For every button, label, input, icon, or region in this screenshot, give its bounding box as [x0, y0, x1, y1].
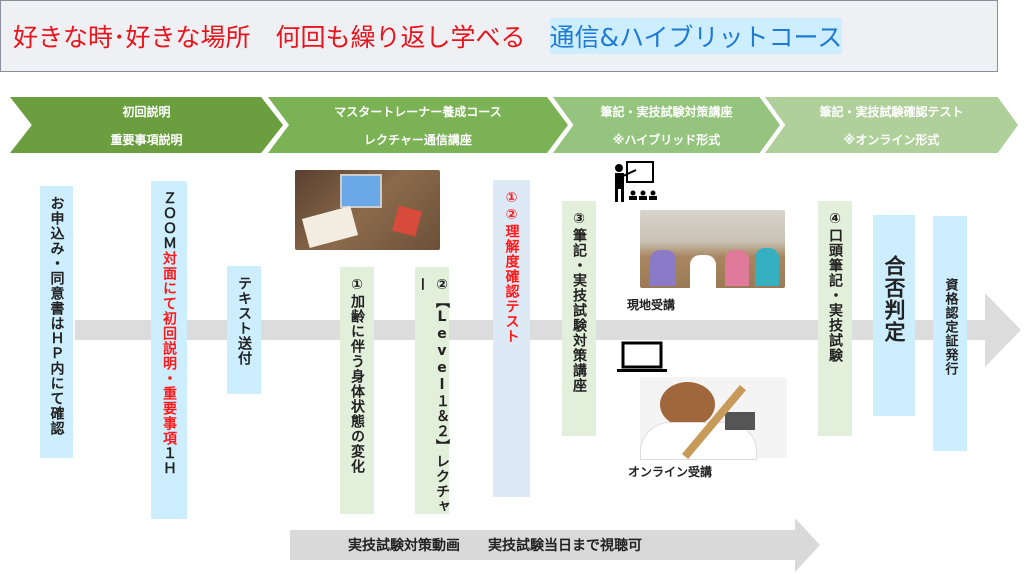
- phase-3-line2: ※ハイブリッド形式: [612, 132, 721, 147]
- phase-2-line2: レクチャー通信講座: [364, 132, 472, 147]
- online-caption: オンライン受講: [628, 465, 713, 479]
- phase-3-line1: 筆記・実技試験対策講座: [600, 104, 733, 119]
- step-zoom-text-a: ＺＯＯＭ: [161, 191, 177, 251]
- phase-1-line2: 重要事項説明: [110, 132, 183, 147]
- phase-1: 初回説明 重要事項説明: [10, 97, 283, 153]
- timeline-arrow-head: [985, 293, 1021, 367]
- onsite-caption: 現地受講: [627, 298, 676, 312]
- step-apply: お申込み・同意書はＨＰ内にて確認: [40, 186, 73, 458]
- step-lecture-1-text: ①加齢に伴う身体状態の変化: [349, 277, 365, 474]
- phase-1-line1: 初回説明: [122, 104, 171, 119]
- step-understanding-test: ①②理解度確認テスト: [493, 180, 530, 497]
- step-zoom-text-c: １Ｈ: [161, 446, 177, 476]
- step-lecture-2-text: ②【Level１＆２】レクチャー: [414, 277, 450, 514]
- phase-2: マスタートレーナー養成コース レクチャー通信講座: [268, 97, 568, 153]
- teacher-icon: [615, 161, 657, 202]
- step-final-exam-text: ④口頭筆記・実技試験: [827, 211, 843, 363]
- laptop-books-photo: [295, 170, 440, 250]
- video-arrow: 実技試験対策動画 実技試験当日まで視聴可: [290, 530, 795, 560]
- timeline-arrow: [75, 320, 995, 340]
- title-course-name: 通信&ハイブリットコース: [549, 18, 843, 54]
- onsite-class-photo: [640, 210, 785, 288]
- step-apply-text: お申込み・同意書はＨＰ内にて確認: [48, 196, 65, 436]
- step-text-send: テキスト送付: [227, 266, 261, 394]
- step-judgement-text: 合否判定: [882, 255, 906, 343]
- step-lecture-2: ②【Level１＆２】レクチャー: [414, 267, 450, 514]
- phase-2-line1: マスタートレーナー養成コース: [334, 104, 502, 119]
- step-understanding-test-text: ①②理解度確認テスト: [503, 190, 520, 344]
- step-certificate-text: 資格認定証発行: [942, 278, 958, 376]
- online-class-photo: [640, 377, 787, 460]
- step-zoom-text-b: 対面にて初回説明・重要事項: [161, 251, 177, 446]
- video-arrow-text: 実技試験対策動画 実技試験当日まで視聴可: [348, 538, 642, 554]
- video-arrow-head: [795, 518, 820, 572]
- step-lecture-1: ①加齢に伴う身体状態の変化: [340, 267, 374, 514]
- phase-3: 筆記・実技試験対策講座 ※ハイブリッド形式: [553, 97, 780, 153]
- step-certificate: 資格認定証発行: [933, 216, 967, 451]
- step-exam-prep: ③筆記・実技試験対策講座: [562, 201, 596, 436]
- phase-4: 筆記・実技試験確認テスト ※オンライン形式: [765, 97, 1018, 153]
- title-catchphrase: 好きな時･好きな場所 何回も繰り返し学べる: [13, 23, 526, 52]
- phase-4-line2: ※オンライン形式: [843, 132, 940, 147]
- laptop-icon: [617, 341, 667, 372]
- step-exam-prep-text: ③筆記・実技試験対策講座: [571, 211, 587, 393]
- phase-4-line1: 筆記・実技試験確認テスト: [819, 104, 964, 119]
- step-text-send-text: テキスト送付: [236, 276, 252, 366]
- step-final-exam: ④口頭筆記・実技試験: [818, 201, 852, 436]
- step-judgement: 合否判定: [873, 215, 915, 416]
- title-banner: 好きな時･好きな場所 何回も繰り返し学べる 通信&ハイブリットコース: [0, 0, 998, 72]
